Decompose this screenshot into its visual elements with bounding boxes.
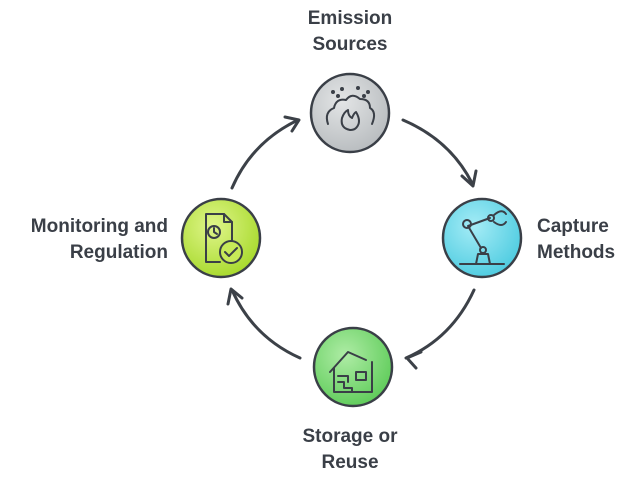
house-storage-icon [329,351,373,393]
node-capture [441,197,523,279]
label-monitoring-line-2: Regulation [69,242,168,263]
arrow-head-3 [226,287,244,306]
arrow-monitoring-to-emission [230,118,300,190]
arrow-capture-to-storage [404,288,476,360]
label-storage-line-2: Reuse [321,452,379,473]
arrow-storage-to-monitoring [230,288,302,360]
node-monitoring [180,197,262,279]
label-storage-line-1: Storage or [302,426,398,447]
label-capture-line-2: Methods [537,242,616,263]
arrow-head-4 [283,115,301,133]
label-emission-line-2: Sources [312,34,388,55]
label-monitoring-regulation: Monitoring and Regulation [31,214,168,266]
node-emission [309,72,391,154]
label-emission-line-1: Emission [307,8,393,29]
smoke-flame-icon [325,86,376,131]
document-clock-check-icon [205,213,243,264]
label-capture-line-1: Capture [537,216,609,237]
node-storage [312,326,394,408]
arrow-head-1 [460,169,478,188]
label-emission-sources: Emission Sources [250,6,450,58]
label-monitoring-line-1: Monitoring and [30,216,168,237]
arrow-head-2 [405,350,423,370]
robotic-arm-icon [459,210,507,265]
label-storage-reuse: Storage or Reuse [250,424,450,476]
label-capture-methods: Capture Methods [537,214,615,266]
arrow-emission-to-capture [401,118,474,185]
